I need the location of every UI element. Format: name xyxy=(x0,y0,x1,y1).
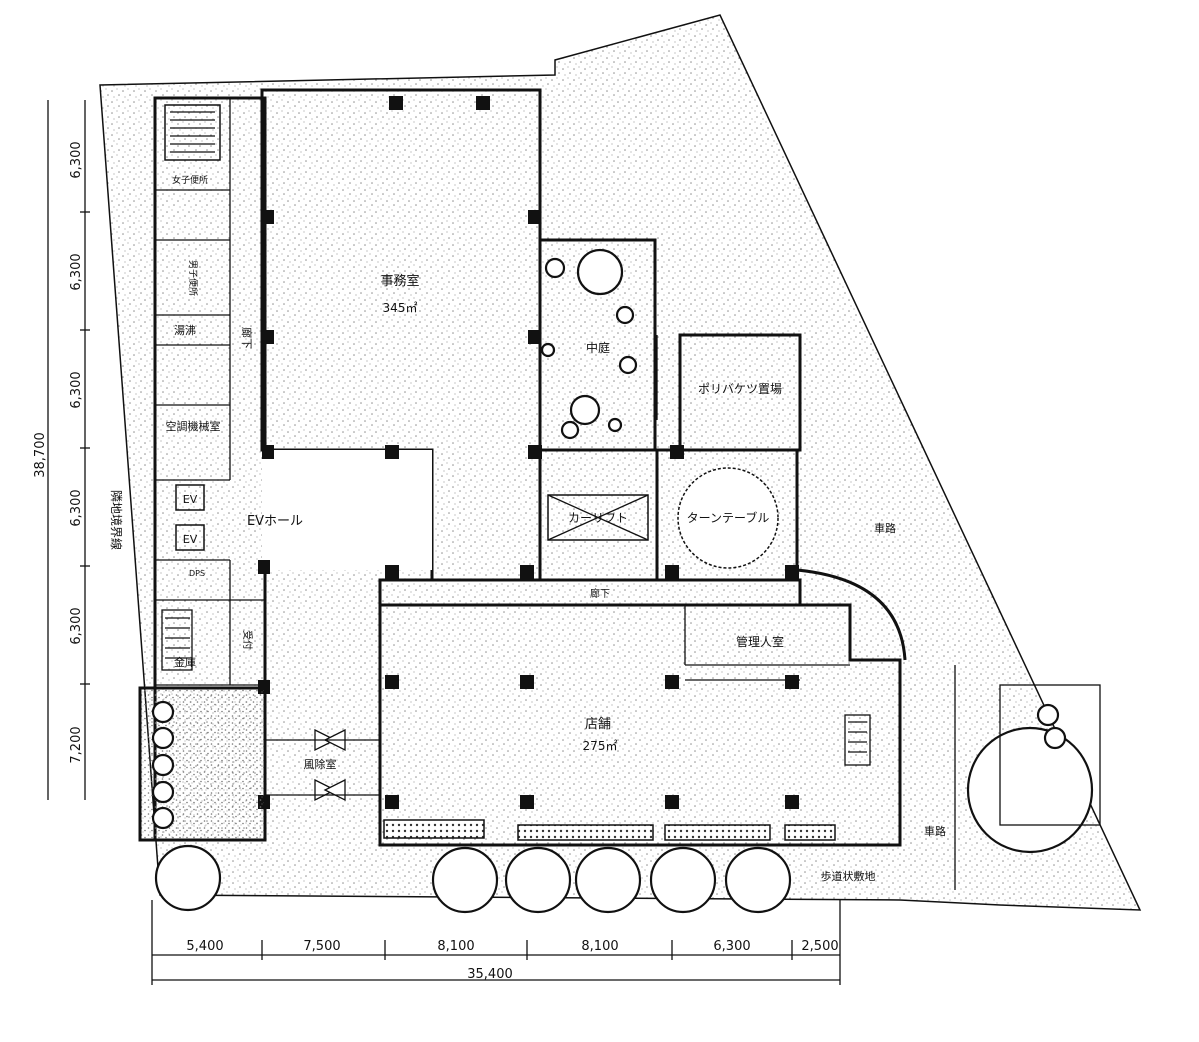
staircase xyxy=(161,104,871,766)
room-labels: 事務室 345㎡ 中庭 ポリバケツ置場 カーリフト ターンテーブル EVホール … xyxy=(166,174,947,883)
tree xyxy=(431,846,499,914)
lower-right-area xyxy=(999,684,1101,826)
dim-bottom-3: 8,100 xyxy=(437,939,474,954)
tree xyxy=(154,844,222,912)
label-office: 事務室 xyxy=(380,273,419,289)
label-road-lower: 車路 xyxy=(924,824,946,838)
boundary-label: 隣地境界線 xyxy=(109,490,124,550)
tree xyxy=(504,846,572,914)
dim-left-1: 6,300 xyxy=(69,141,84,178)
tree xyxy=(724,846,792,914)
internal-walls xyxy=(155,98,850,686)
dimension-bottom: 5,400 7,500 8,100 8,100 6,300 2,500 35,4… xyxy=(151,900,841,985)
dim-left-total: 38,700 xyxy=(33,432,48,478)
label-mens-wc: 男子便所 xyxy=(187,260,199,296)
label-ev1: EV xyxy=(183,493,198,506)
label-manager-room: 管理人室 xyxy=(736,634,784,649)
label-shop-area: 275㎡ xyxy=(583,739,618,753)
label-road-right: 車路 xyxy=(874,521,896,535)
label-hot-water: 湯沸 xyxy=(174,324,196,337)
label-shop: 店舗 xyxy=(585,717,611,732)
label-ev2: EV xyxy=(183,533,198,546)
street-trees xyxy=(151,700,1094,914)
tree xyxy=(649,846,717,914)
tree xyxy=(574,846,642,914)
structural-columns xyxy=(258,96,799,809)
tree xyxy=(966,726,1094,854)
vestibule-doors xyxy=(265,728,380,802)
label-mech-room: 空調機械室 xyxy=(166,419,221,433)
dim-bottom-5: 6,300 xyxy=(713,939,750,954)
label-reception: 受付 xyxy=(241,630,254,650)
dim-left-6: 7,200 xyxy=(69,726,84,763)
label-sidewalk: 歩道状敷地 xyxy=(821,869,876,883)
label-vestibule: 風除室 xyxy=(304,757,337,771)
dim-bottom-4: 8,100 xyxy=(581,939,618,954)
dim-bottom-total: 35,400 xyxy=(467,967,513,982)
label-turntable: ターンテーブル xyxy=(687,510,770,525)
label-womens-wc: 女子便所 xyxy=(172,174,208,186)
site-ground xyxy=(99,14,1142,911)
car-lift-symbol xyxy=(547,494,649,541)
label-office-area: 345㎡ xyxy=(383,301,418,315)
label-ev-hall: EVホール xyxy=(247,514,303,529)
label-safe: 金庫 xyxy=(174,655,196,669)
label-poly-area: ポリバケツ置場 xyxy=(698,382,782,396)
dim-left-2: 6,300 xyxy=(69,253,84,290)
dim-bottom-2: 7,500 xyxy=(303,939,340,954)
turntable-circle xyxy=(677,467,779,569)
dim-left-4: 6,300 xyxy=(69,489,84,526)
dimension-left: 6,300 6,300 6,300 6,300 6,300 7,200 38,7… xyxy=(33,100,124,800)
label-dps: DPS xyxy=(189,569,205,578)
courtyard-shrubs xyxy=(540,248,638,440)
elevator-2 xyxy=(175,524,205,551)
dim-left-3: 6,300 xyxy=(69,371,84,408)
dim-left-5: 6,300 xyxy=(69,607,84,644)
planters xyxy=(138,686,836,842)
dim-bottom-1: 5,400 xyxy=(186,939,223,954)
dim-bottom-6: 2,500 xyxy=(801,939,838,954)
label-corridor-left: 廊下 xyxy=(240,327,254,349)
label-courtyard: 中庭 xyxy=(586,340,610,355)
label-car-lift: カーリフト xyxy=(568,511,628,525)
label-corridor-mid: 廊下 xyxy=(590,587,610,600)
elevator-1 xyxy=(175,484,205,511)
